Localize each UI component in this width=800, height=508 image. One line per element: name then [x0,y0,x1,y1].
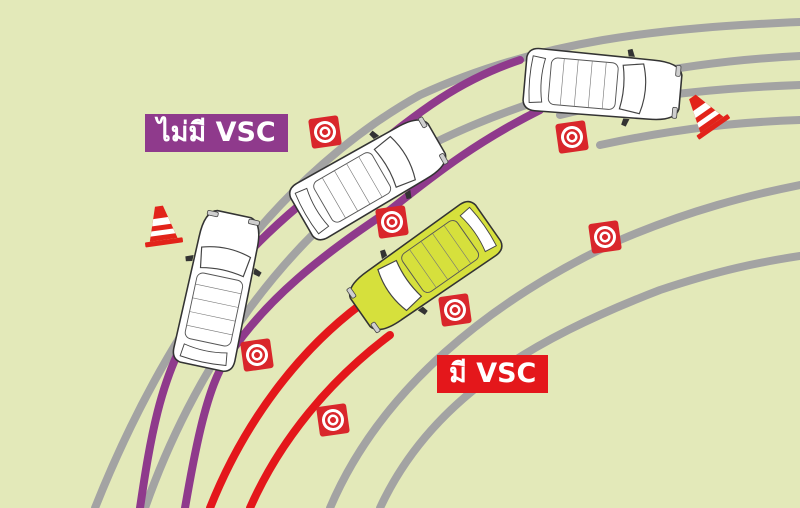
red-tracks [206,301,394,508]
label-with-vsc-text: มี VSC [449,358,537,389]
gray-track-1 [91,18,800,508]
car-icon [520,38,685,132]
target-sign-icon [240,338,274,372]
target-sign-icon [588,220,622,254]
purple-track-1 [136,56,524,508]
target-sign-icon [438,293,472,327]
red-track-1 [206,301,364,508]
label-with-vsc: มี VSC [437,355,549,393]
traffic-cone-icon [140,203,184,248]
target-sign-icon [316,403,350,437]
purple-tracks [136,56,544,508]
gray-track-4 [376,252,800,508]
label-without-vsc-text: ไม่มี VSC [157,117,276,148]
red-track-2 [246,331,394,508]
target-sign-icon [375,205,409,239]
gray-track-3 [326,181,800,508]
target-sign-icon [555,120,589,154]
purple-track-2 [181,106,544,508]
label-without-vsc: ไม่มี VSC [145,114,288,152]
target-sign-icon [308,115,342,149]
